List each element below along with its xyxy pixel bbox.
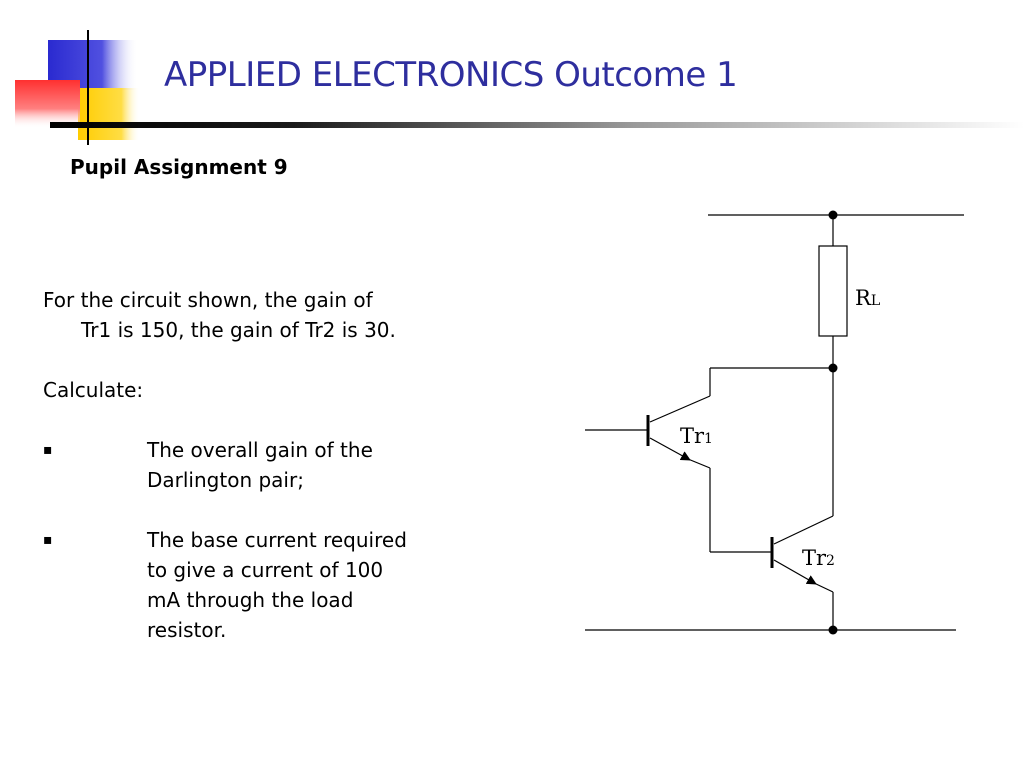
slide-subtitle: Pupil Assignment 9 <box>70 155 288 179</box>
bullet-2-line-4: resistor. <box>147 618 227 642</box>
transistor1-label: Tr1 <box>680 424 713 448</box>
tr2-emitter-tail <box>813 582 834 593</box>
bullet-2-line-3: mA through the load <box>147 588 354 612</box>
junction-dot-bottom <box>828 625 838 635</box>
bullet-marker: ▪ <box>43 532 53 548</box>
deco-red-square <box>15 80 80 128</box>
intro-line-2: Tr1 is 150, the gain of Tr2 is 30. <box>81 318 396 342</box>
bullet-item: ▪ The base current required to give a cu… <box>43 525 473 645</box>
bullet-1-line-1: The overall gain of the <box>147 438 373 462</box>
resistor-label: RL <box>855 286 880 310</box>
darlington-circuit-diagram: RL Tr1 Tr2 <box>585 210 964 635</box>
bullet-marker: ▪ <box>43 442 53 458</box>
intro-line-1: For the circuit shown, the gain of <box>43 288 373 312</box>
junction-dot-top <box>828 210 838 220</box>
calculate-label: Calculate: <box>43 378 144 402</box>
load-resistor <box>818 245 848 337</box>
bullet-2-line-1: The base current required <box>147 528 407 552</box>
tr2-emitter-lead <box>773 559 817 585</box>
tr1-collector-lead <box>649 395 711 423</box>
bullet-2-line-2: to give a current of 100 <box>147 558 384 582</box>
slide-title: APPLIED ELECTRONICS Outcome 1 <box>164 55 738 95</box>
transistor2-label: Tr2 <box>802 546 835 570</box>
bullet-item: ▪ The overall gain of the Darlington pai… <box>43 435 473 495</box>
assignment-text: For the circuit shown, the gain of Tr1 i… <box>43 285 473 645</box>
tr2-collector-lead <box>773 515 834 545</box>
bullet-1-line-2: Darlington pair; <box>147 468 304 492</box>
corner-decoration <box>15 30 140 145</box>
tr1-emitter-tail <box>687 458 711 469</box>
junction-dot-collector <box>828 363 838 373</box>
tr1-emitter-lead <box>649 437 691 461</box>
title-rule <box>50 122 1024 128</box>
